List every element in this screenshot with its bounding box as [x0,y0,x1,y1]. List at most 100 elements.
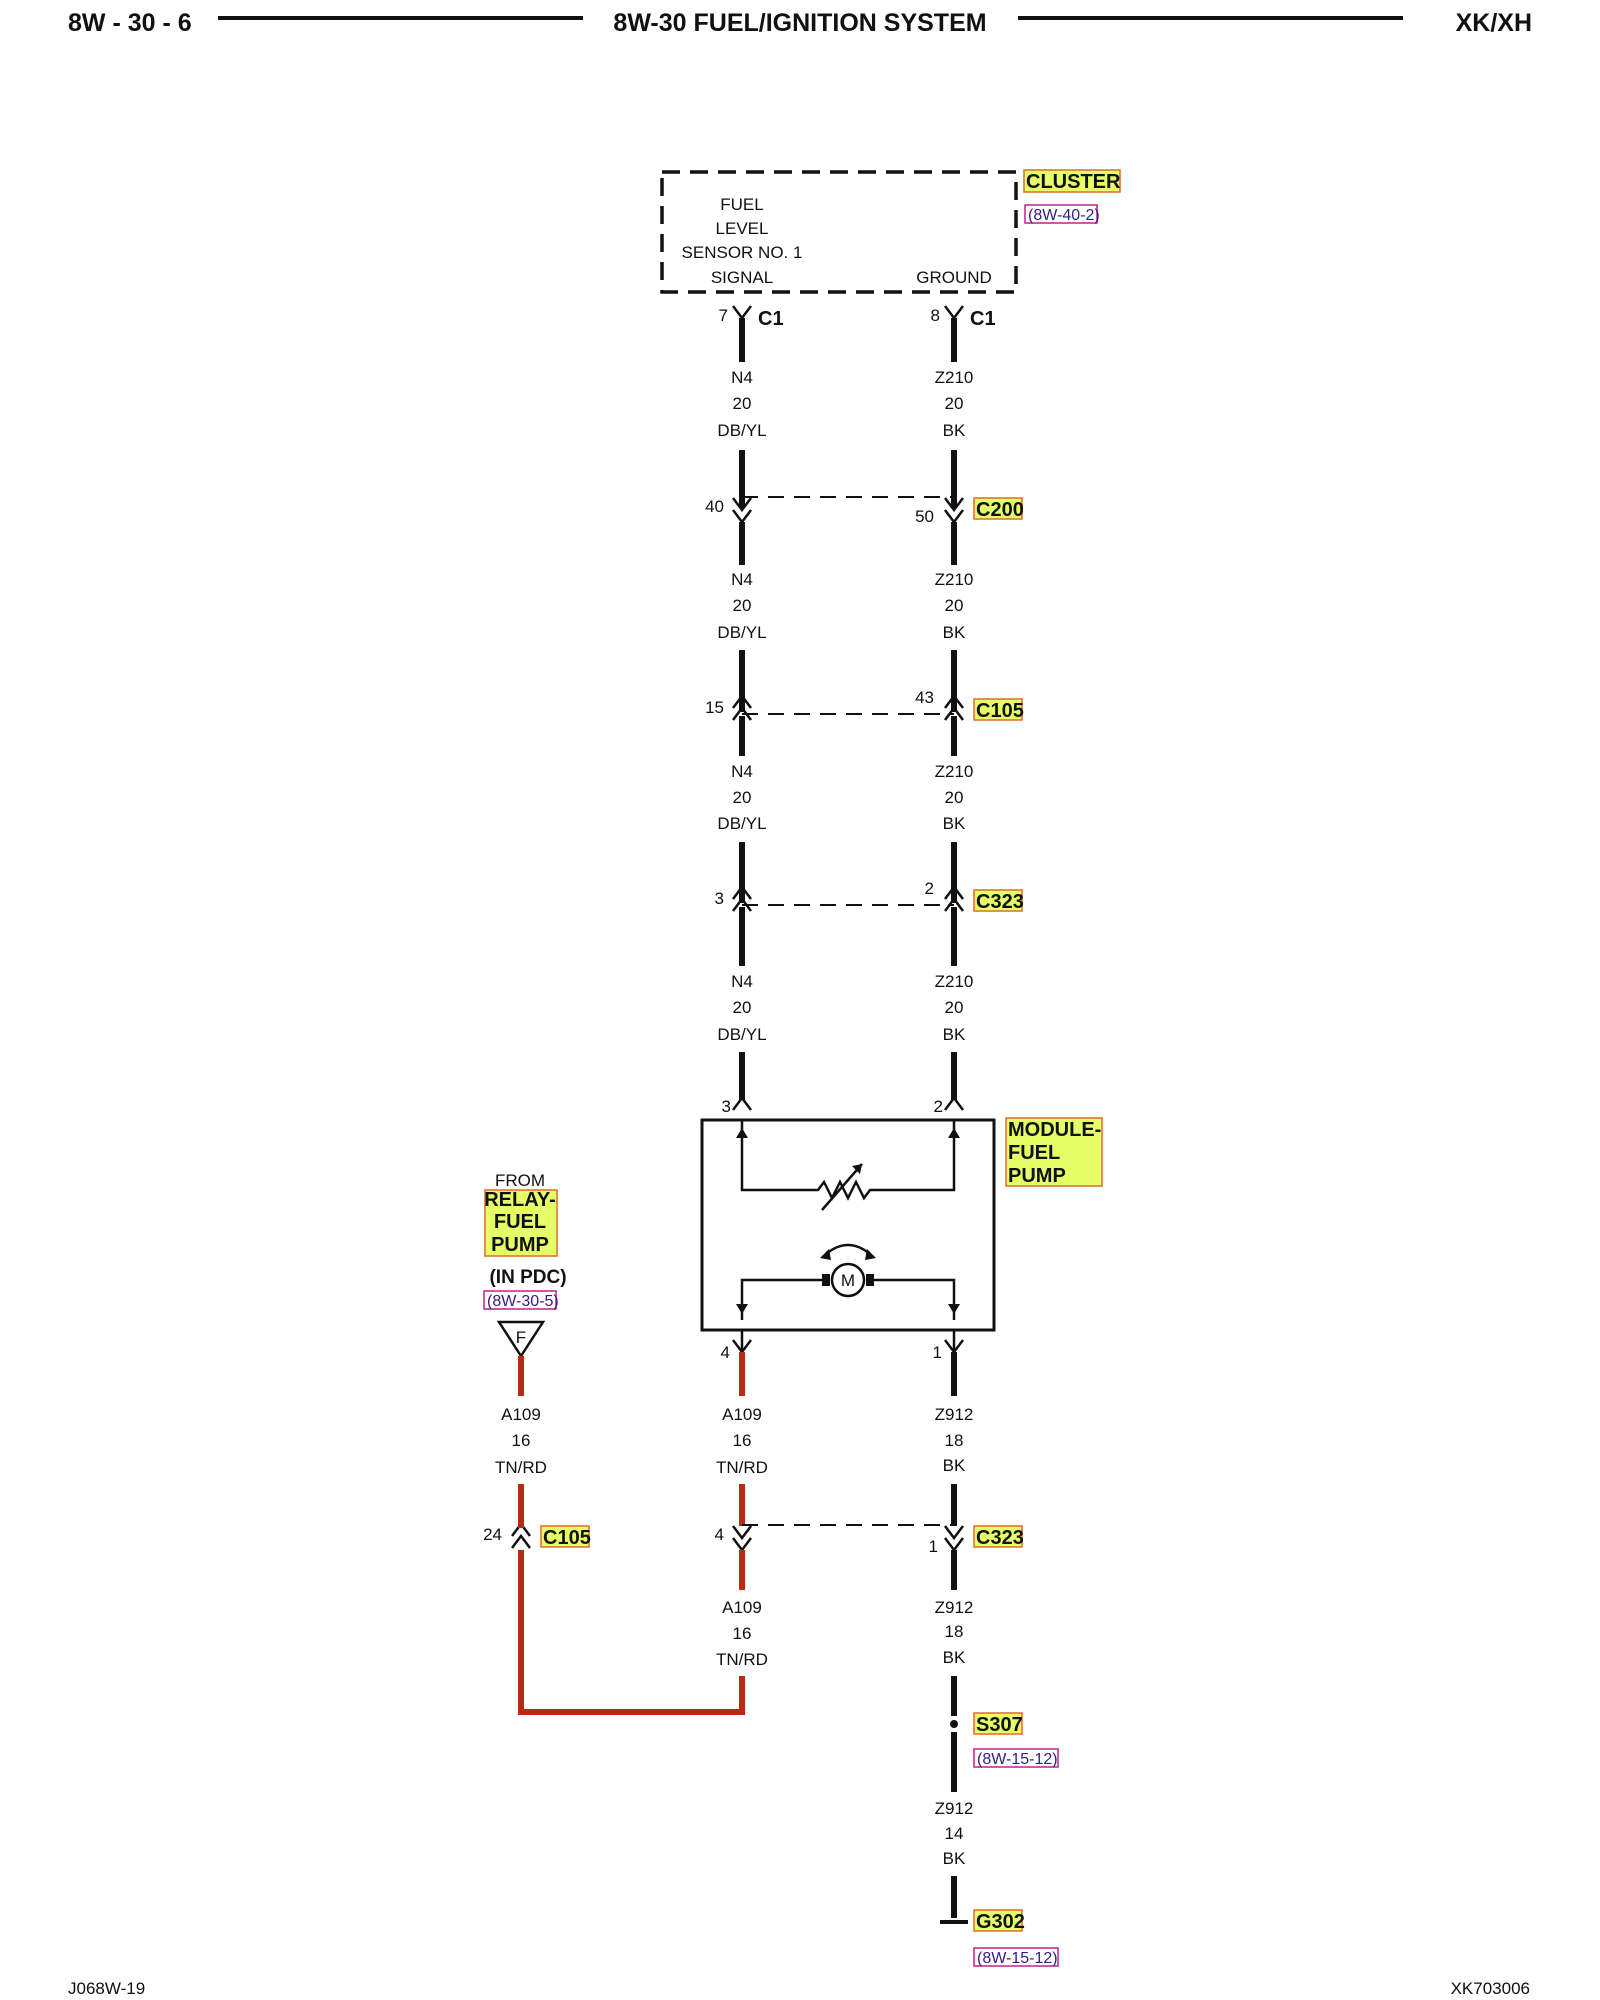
wire-label-z912-middle: Z912 18 BK [935,1598,974,1667]
svg-text:20: 20 [945,596,964,615]
c105-upper-name: C105 [976,700,1024,722]
cluster-box [660,170,1018,294]
footer-right-code: XK703006 [1451,1979,1530,1998]
fuel-pump-motor: M [736,1243,960,1320]
g302-ref-box [973,1947,1059,1967]
svg-text:20: 20 [945,788,964,807]
cluster-ref-box [1024,204,1098,224]
svg-text:BK: BK [943,1025,966,1044]
svg-text:DB/YL: DB/YL [717,623,766,642]
svg-text:Z210: Z210 [935,972,974,991]
wire-label-z210-3: Z210 20 BK [935,762,974,833]
svg-text:Z210: Z210 [935,570,974,589]
svg-text:18: 18 [945,1622,964,1641]
g302-name: G302 [976,1911,1025,1933]
c105-upper-pin-left: 15 [705,698,724,717]
cluster-name-highlight [1023,169,1121,193]
cluster-text-line3: SENSOR NO. 1 [682,243,803,262]
c323-upper-highlight [973,889,1023,912]
svg-text:BK: BK [943,1456,966,1475]
s307-name: S307 [976,1714,1023,1736]
fuel-level-sensor-variable-resistor [736,1120,960,1211]
module-name-highlight [1005,1117,1103,1187]
c323-upper-pin-right: 2 [925,879,934,898]
relay-name-line3: PUMP [491,1234,549,1256]
svg-text:16: 16 [733,1624,752,1643]
c105-upper-connector [732,693,964,721]
c1-signal-pin: 7 [719,306,728,325]
svg-text:BK: BK [943,814,966,833]
svg-text:18: 18 [945,1431,964,1450]
c323-upper-name: C323 [976,891,1024,913]
svg-text:DB/YL: DB/YL [717,814,766,833]
relay-location: (IN PDC) [489,1267,566,1288]
svg-text:20: 20 [945,394,964,413]
c105-lower-pin: 24 [483,1525,502,1544]
cluster-signal-label: SIGNAL [711,268,773,287]
module-pin-top-right: 2 [934,1097,943,1116]
svg-text:Z912: Z912 [935,1598,974,1617]
c200-pin-right: 50 [915,507,934,526]
c323-lower-pin-left: 4 [715,1525,724,1544]
cluster-text-line2: LEVEL [716,219,769,238]
svg-text:A109: A109 [722,1405,762,1424]
s307-splice-dot [950,1720,958,1728]
cluster-name: CLUSTER [1026,171,1121,193]
svg-text:BK: BK [943,1648,966,1667]
motor-symbol: M [841,1271,855,1290]
c1-ground-pin: 8 [931,306,940,325]
svg-text:20: 20 [945,998,964,1017]
page-number: 8W - 30 - 6 [68,9,192,37]
fuel-pump-module-box [700,1118,996,1332]
c105-upper-pin-right: 43 [915,688,934,707]
c105-upper-highlight [973,698,1023,721]
wire-label-z210-2: Z210 20 BK [935,570,974,642]
module-name-line2: FUEL [1008,1142,1060,1164]
g302-ref: (8W-15-12) [977,1950,1058,1967]
relay-name-line2: FUEL [494,1211,546,1233]
c323-lower-highlight [973,1525,1023,1548]
svg-text:Z210: Z210 [935,368,974,387]
module-pin-top-left: 3 [722,1097,731,1116]
svg-text:A109: A109 [722,1598,762,1617]
cluster-ground-label: GROUND [916,268,992,287]
relay-ref: (8W-30-5) [487,1293,559,1310]
c323-lower-pin-right: 1 [929,1537,938,1556]
svg-text:N4: N4 [731,972,753,991]
svg-text:BK: BK [943,1849,966,1868]
relay-ref-box [483,1290,557,1310]
cluster-text-line1: FUEL [720,195,763,214]
module-name-line1: MODULE- [1008,1119,1101,1141]
wire-label-z210-4: Z210 20 BK [935,972,974,1044]
fuse-symbol: F [516,1328,526,1347]
model-code: XK/XH [1456,9,1532,37]
module-pin-bottom-right: 1 [933,1343,942,1362]
s307-highlight [973,1712,1023,1735]
svg-text:20: 20 [733,788,752,807]
fuse-triangle-icon [496,1320,546,1359]
cluster-ref: (8W-40-2) [1028,207,1100,224]
svg-text:16: 16 [733,1431,752,1450]
g302-highlight [973,1909,1023,1932]
wire-label-n4-4: N4 20 DB/YL [717,972,766,1044]
c105-lower-name: C105 [543,1527,591,1549]
wire-label-n4-2: N4 20 DB/YL [717,570,766,642]
svg-text:20: 20 [733,394,752,413]
wire-label-z210-1: Z210 20 BK [935,368,974,440]
svg-text:TN/RD: TN/RD [495,1458,547,1477]
svg-text:DB/YL: DB/YL [717,421,766,440]
svg-text:N4: N4 [731,570,753,589]
svg-text:DB/YL: DB/YL [717,1025,766,1044]
footer-left-code: J068W-19 [68,1979,145,1998]
svg-text:N4: N4 [731,368,753,387]
wire-label-a109-relay: A109 16 TN/RD [495,1405,547,1477]
svg-text:N4: N4 [731,762,753,781]
wire-label-a109-lower: A109 16 TN/RD [716,1598,768,1669]
wire-label-z912-upper: Z912 18 BK [935,1405,974,1475]
wire-label-z912-lower: Z912 14 BK [935,1799,974,1868]
module-pin2-terminal [944,1095,964,1111]
svg-text:20: 20 [733,596,752,615]
svg-text:20: 20 [733,998,752,1017]
wire-label-n4-1: N4 20 DB/YL [717,368,766,440]
